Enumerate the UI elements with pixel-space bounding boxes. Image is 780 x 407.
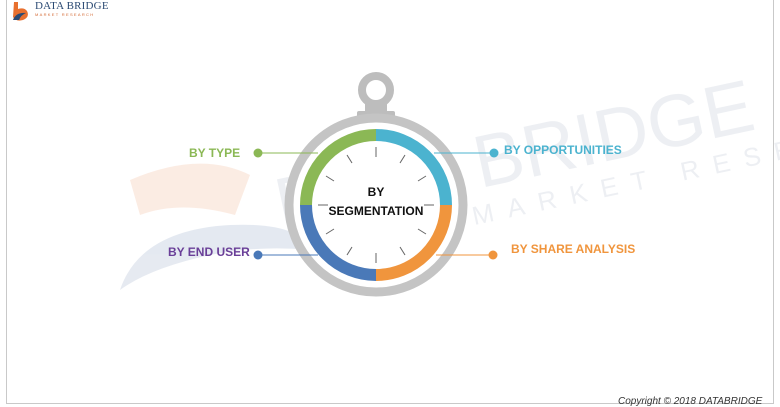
arc-by-share-analysis xyxy=(375,204,452,281)
dot-by-share-analysis xyxy=(488,250,498,260)
dial-ticks xyxy=(318,147,434,263)
arc-by-end-user xyxy=(300,204,377,281)
label-by-end-user: BY END USER xyxy=(168,245,250,259)
dot-by-type xyxy=(253,148,263,158)
center-title-line2: SEGMENTATION xyxy=(329,204,424,218)
copyright-text: Copyright © 2018 DATABRIDGE xyxy=(618,396,763,407)
segment-arcs xyxy=(300,129,452,281)
connectors xyxy=(253,148,499,260)
center-title-line1: BY xyxy=(368,185,385,199)
logo-name: DATA BRIDGE xyxy=(35,0,109,12)
label-by-type: BY TYPE xyxy=(189,146,241,160)
dot-by-end-user xyxy=(253,250,263,260)
stopwatch-body xyxy=(284,113,468,297)
brand-logo[interactable]: DATA BRIDGE MARKET RESEARCH xyxy=(10,0,109,22)
page-frame xyxy=(6,0,774,404)
logo-subtitle: MARKET RESEARCH xyxy=(35,12,95,17)
label-by-opportunities: BY OPPORTUNITIES xyxy=(504,143,622,157)
label-by-share-analysis: BY SHARE ANALYSIS xyxy=(511,242,636,256)
arc-by-type xyxy=(300,129,377,206)
dot-by-opportunities xyxy=(489,148,499,158)
logo-icon xyxy=(13,2,28,21)
stopwatch-crown xyxy=(357,72,395,120)
arc-by-opportunities xyxy=(375,129,452,206)
